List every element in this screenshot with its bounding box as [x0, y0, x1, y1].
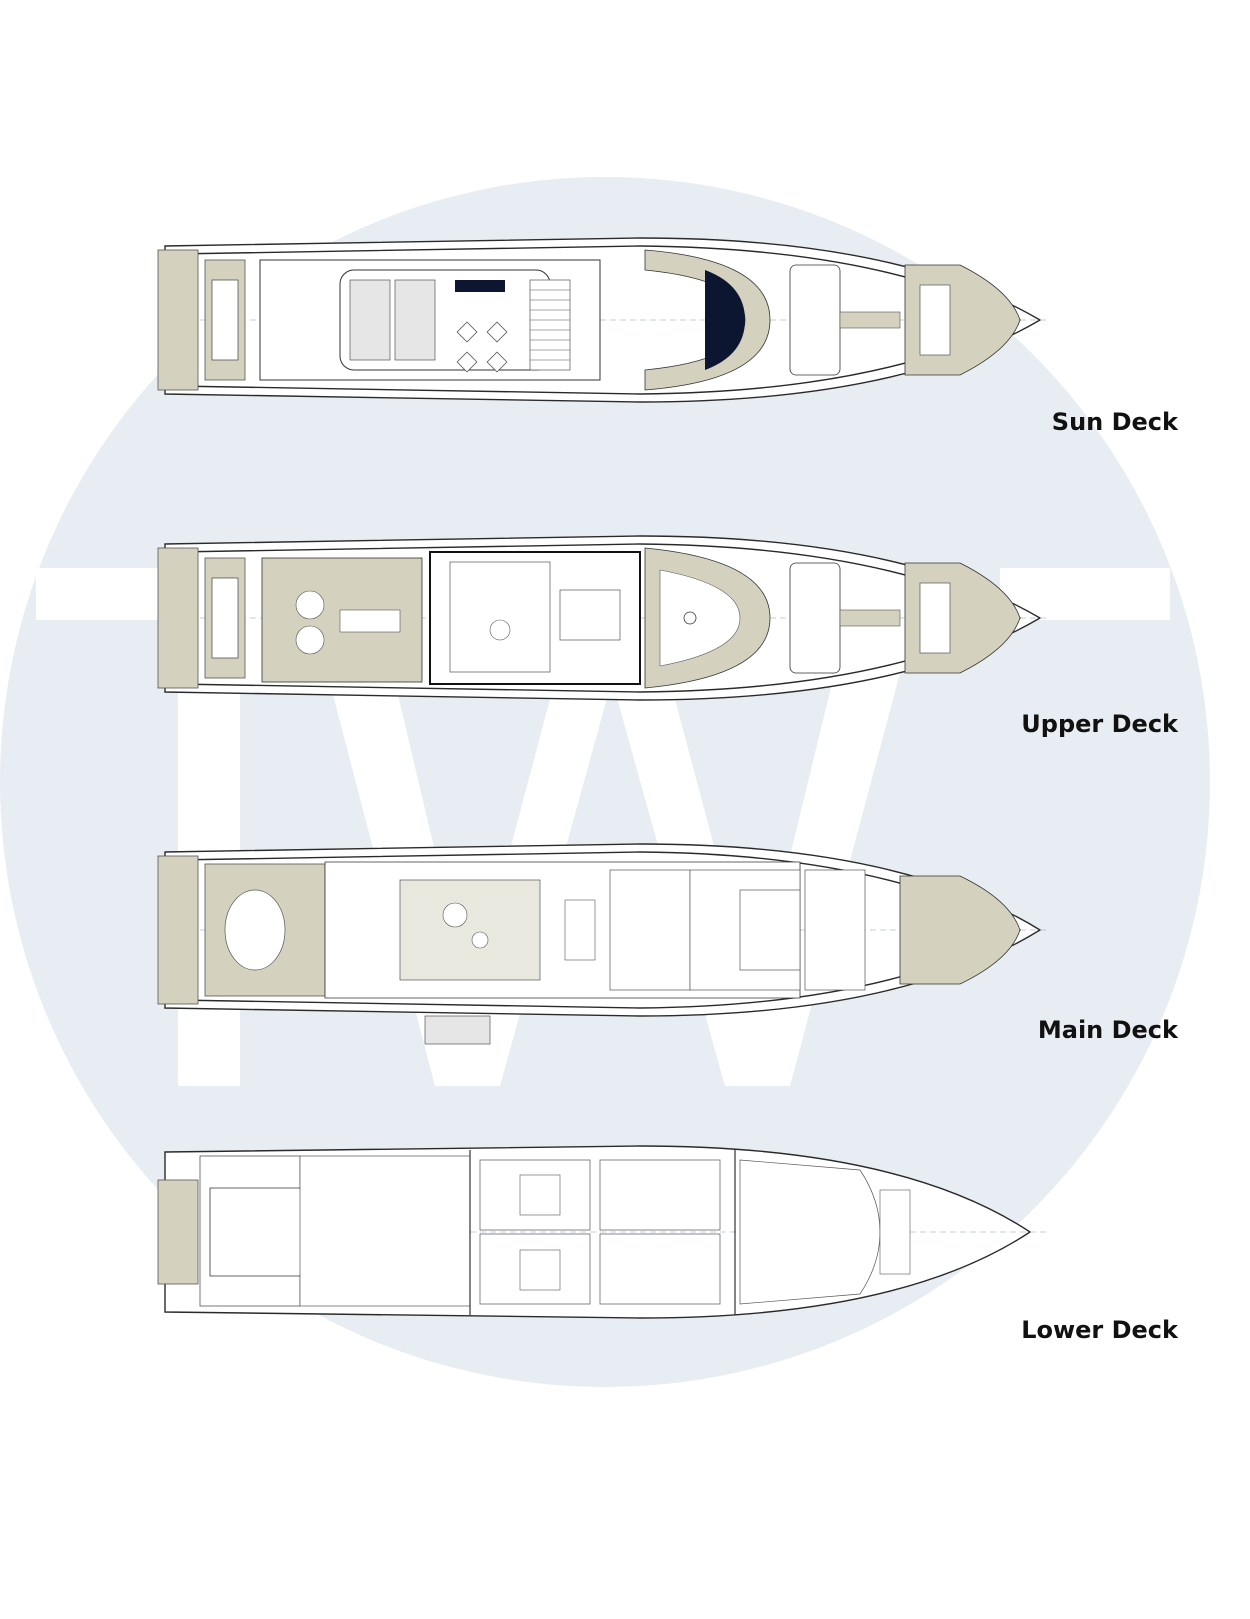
bow-deck — [899, 875, 1021, 985]
sky-lounge — [449, 561, 551, 673]
dining-table — [564, 899, 596, 961]
swim-platform — [157, 1179, 199, 1285]
swim-platform — [157, 547, 199, 689]
upper-deck-label: Upper Deck — [1021, 710, 1178, 738]
crew-area — [299, 1155, 471, 1307]
watermark-circle — [0, 177, 1210, 1387]
upper-deck-plan — [157, 535, 1050, 701]
lower-deck-plan — [157, 1145, 1050, 1319]
sun-deck-label: Sun Deck — [1051, 408, 1178, 436]
sun-deck-plan — [157, 237, 1050, 403]
main-deck-plan — [157, 843, 1050, 1045]
tv-screen — [455, 280, 505, 292]
sun-pad — [349, 279, 391, 361]
main-saloon — [399, 879, 541, 981]
master-cabin — [739, 889, 801, 971]
side-platform — [424, 1015, 491, 1045]
swim-platform — [157, 249, 199, 391]
staircase — [529, 279, 571, 371]
lower-deck-label: Lower Deck — [1021, 1316, 1178, 1344]
swim-platform — [157, 855, 199, 1005]
dining-table — [339, 609, 401, 633]
main-deck-label: Main Deck — [1037, 1016, 1178, 1044]
